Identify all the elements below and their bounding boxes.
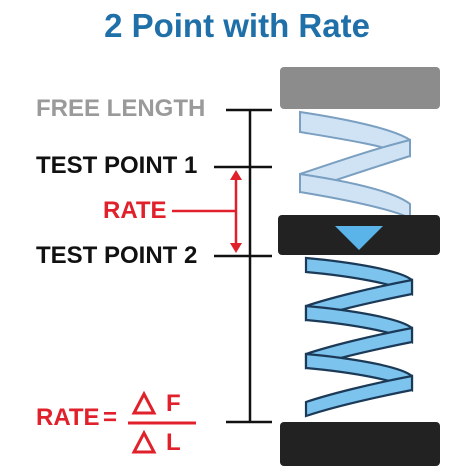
rate-formula-label: RATE bbox=[36, 404, 100, 431]
upper-spring-coils bbox=[299, 110, 411, 220]
diagram-title: 2 Point with Rate bbox=[104, 7, 370, 44]
lower-spring-coils bbox=[304, 256, 414, 418]
down-triangle-icon bbox=[335, 226, 383, 250]
delta-triangle-icon bbox=[131, 390, 157, 415]
top-plate bbox=[280, 67, 440, 109]
delta-triangle-icon bbox=[131, 429, 157, 454]
test-point-1-label: TEST POINT 1 bbox=[36, 152, 198, 179]
bottom-plate bbox=[280, 422, 440, 466]
length-symbol: L bbox=[166, 429, 181, 456]
force-symbol: F bbox=[166, 390, 181, 417]
rate-label: RATE bbox=[103, 197, 167, 224]
rate-arrow bbox=[172, 170, 242, 253]
test-point-2-label: TEST POINT 2 bbox=[36, 242, 198, 269]
equals-sign: = bbox=[103, 404, 118, 431]
free-length-label: FREE LENGTH bbox=[36, 95, 206, 122]
